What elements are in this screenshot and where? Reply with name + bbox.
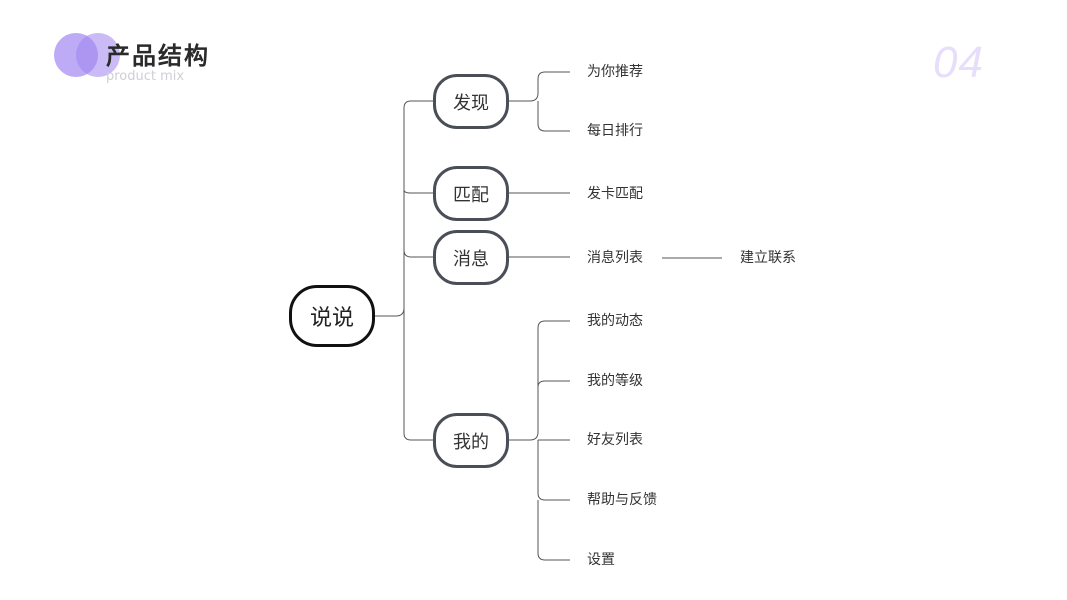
leaf-card-match[interactable]: 发卡匹配 [587, 186, 643, 202]
page-subtitle: product mix [106, 69, 185, 84]
branch-node-messages[interactable]: 消息 [433, 230, 509, 285]
leaf-help-feedback[interactable]: 帮助与反馈 [587, 492, 657, 508]
leaf-my-level[interactable]: 我的等级 [587, 373, 643, 389]
branch-node-mine[interactable]: 我的 [433, 413, 509, 468]
mindmap-root-node[interactable]: 说说 [289, 285, 375, 347]
page-title: 产品结构 [106, 42, 210, 70]
leaf-my-posts[interactable]: 我的动态 [587, 313, 643, 329]
branch-node-match[interactable]: 匹配 [433, 166, 509, 221]
page-number: 04 [933, 38, 984, 87]
leaf-daily-ranking[interactable]: 每日排行 [587, 123, 643, 139]
decor-circle-icon [76, 33, 120, 77]
branch-node-discover[interactable]: 发现 [433, 74, 509, 129]
slide-header: 产品结构 product mix 04 [0, 0, 1067, 100]
leaf-settings[interactable]: 设置 [587, 552, 615, 568]
leaf-message-list[interactable]: 消息列表 [587, 250, 643, 266]
leaf-friend-list[interactable]: 好友列表 [587, 432, 643, 448]
leaf-recommended[interactable]: 为你推荐 [587, 64, 643, 80]
leaf-establish-contact[interactable]: 建立联系 [740, 250, 796, 266]
